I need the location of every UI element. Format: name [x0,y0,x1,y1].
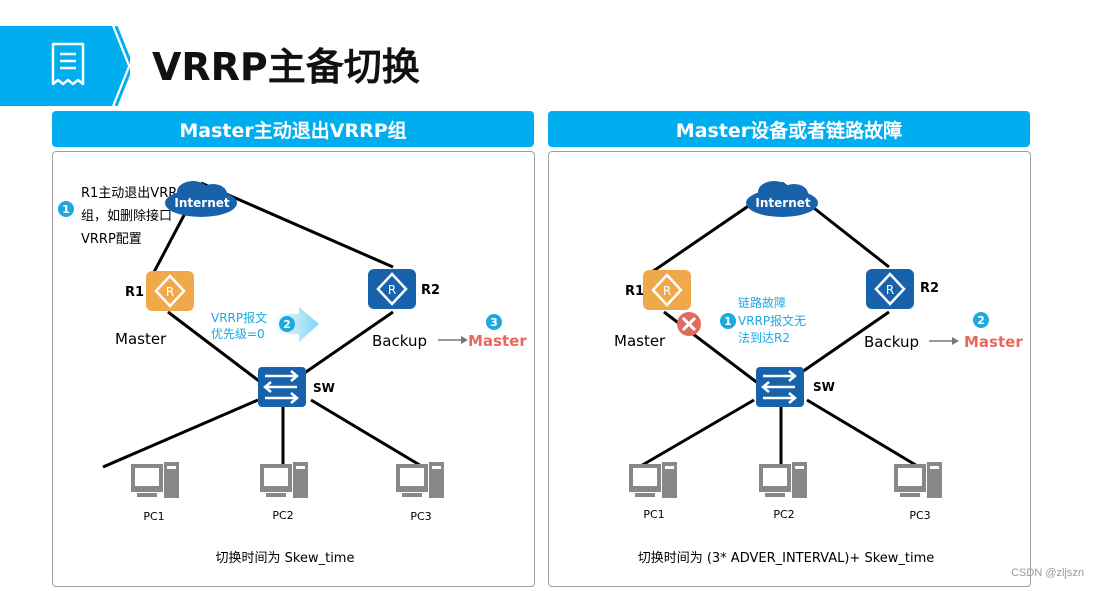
router-r1-icon: R [146,271,194,311]
header-banner [0,26,130,106]
pc2-icon [759,462,807,498]
svg-text:2: 2 [977,314,985,327]
pc1-icon [131,462,179,498]
r2-label: R2 [421,283,440,298]
watermark: CSDN @zljszn [1011,567,1084,579]
router-r1-icon: R [643,270,691,310]
internet-label: Internet [174,196,229,210]
left-panel-heading: Master主动退出VRRP组 [52,111,534,147]
right-panel: Internet R R1 Master 链路故障 VRRP报文无 法到达R2 … [548,151,1031,587]
pc3-label: PC3 [909,509,930,522]
step-2-text-line1: VRRP报文 [211,310,267,325]
pc1-icon [629,462,677,498]
switch-time-footer: 切换时间为 Skew_time [216,551,355,566]
pc3-icon [894,462,942,498]
r2-label: R2 [920,281,939,296]
step-1-text-line3: VRRP配置 [81,232,142,247]
switch-icon [258,367,306,407]
step-1-badge: 1 [720,313,736,329]
step-1-text-line1: R1主动退出VRRP [81,186,185,201]
pc2-label: PC2 [773,508,794,521]
right-panel-heading: Master设备或者链路故障 [548,111,1030,147]
switch-time-footer: 切换时间为 (3* ADVER_INTERVAL)+ Skew_time [638,551,935,566]
r2-role: Backup [864,333,919,351]
svg-text:R: R [663,284,671,298]
svg-text:R: R [388,283,396,297]
pc1-label: PC1 [143,510,164,523]
r1-label: R1 [125,285,144,300]
r1-label: R1 [625,284,644,299]
priority-arrow-icon [273,307,319,342]
step-2-badge: 2 [279,316,295,332]
new-master-label: Master [964,333,1023,351]
left-diagram: 1 R1主动退出VRRP 组，如删除接口 VRRP配置 Internet R R… [58,181,527,566]
pc2-label: PC2 [272,509,293,522]
r2-role: Backup [372,332,427,350]
svg-text:R: R [166,285,174,299]
r1-role: Master [614,332,666,350]
role-change-arrow-icon [438,336,468,344]
links [102,181,424,469]
left-panel: 1 R1主动退出VRRP 组，如删除接口 VRRP配置 Internet R R… [52,151,535,587]
svg-text:1: 1 [724,315,732,328]
svg-text:3: 3 [490,316,498,329]
switch-icon [756,367,804,407]
step-1-badge: 1 [58,201,74,217]
internet-cloud-icon: Internet [746,181,818,217]
switch-label: SW [813,380,835,394]
document-list-icon [51,42,85,86]
internet-label: Internet [755,196,810,210]
step-1-text-line2: 组，如删除接口 [81,208,172,224]
step-1-text-line2: VRRP报文无 [738,313,806,328]
step-2-text-line2: 优先级=0 [211,327,265,341]
svg-text:R: R [886,283,894,297]
new-master-label: Master [468,332,527,350]
fault-x-icon [677,312,701,336]
r1-role: Master [115,330,167,348]
svg-text:1: 1 [62,203,70,216]
step-2-badge: 2 [973,312,989,328]
pc3-icon [396,462,444,498]
right-diagram: Internet R R1 Master 链路故障 VRRP报文无 法到达R2 … [614,181,1023,566]
internet-cloud-icon: Internet [165,181,237,217]
role-change-arrow-icon [929,337,959,345]
pc2-icon [260,462,308,498]
page-title: VRRP主备切换 [152,45,420,89]
switch-label: SW [313,381,335,395]
router-r2-icon: R [368,269,416,309]
pc3-label: PC3 [410,510,431,523]
router-r2-icon: R [866,269,914,309]
svg-text:2: 2 [283,318,291,331]
step-1-text-line1: 链路故障 [738,295,786,310]
pc1-label: PC1 [643,508,664,521]
step-1-text-line3: 法到达R2 [738,331,790,345]
step-3-badge: 3 [486,314,502,330]
